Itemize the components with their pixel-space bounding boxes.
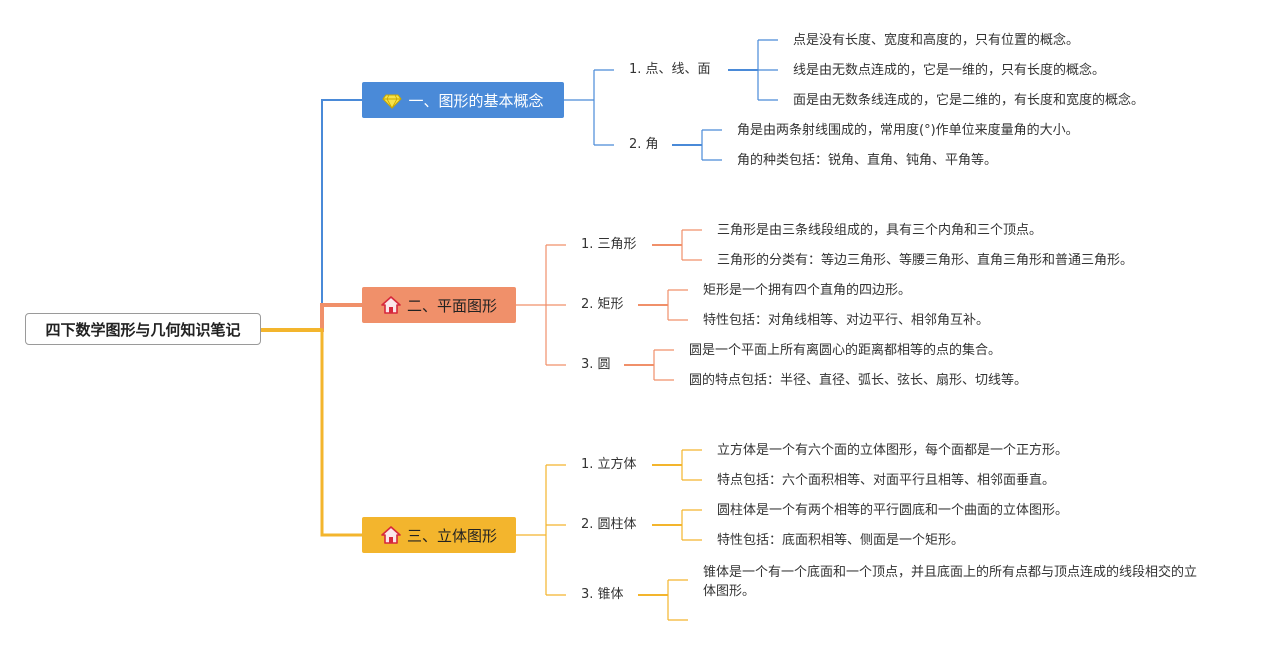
leaf-text[interactable]: 特性包括：对角线相等、对边平行、相邻角互补。	[703, 313, 990, 328]
leaf-text[interactable]: 三角形是由三条线段组成的，具有三个内角和三个顶点。	[717, 223, 1043, 238]
diamond-icon	[382, 90, 403, 110]
branch-label: 二、平面图形	[406, 296, 497, 315]
leaf-text[interactable]: 圆的特点包括：半径、直径、弧长、弦长、扇形、切线等。	[689, 373, 1028, 388]
leaf-text[interactable]: 矩形是一个拥有四个直角的四边形。	[703, 283, 912, 298]
leaf-text[interactable]: 圆柱体是一个有两个相等的平行圆底和一个曲面的立体图形。	[717, 503, 1069, 518]
leaf-text[interactable]: 锥体是一个有一个底面和一个顶点，并且底面上的所有点都与顶点连成的线段相交的立体图…	[703, 565, 1198, 599]
house-icon	[381, 525, 401, 545]
leaf-text[interactable]: 圆是一个平面上所有离圆心的距离都相等的点的集合。	[689, 343, 1002, 358]
root-topic[interactable]: 四下数学图形与几何知识笔记	[25, 313, 261, 345]
branch-solid-figures[interactable]: 三、立体图形	[362, 517, 516, 553]
subtopic-cube[interactable]: 1. 立方体	[581, 457, 637, 472]
leaf-text[interactable]: 面是由无数条线连成的，它是二维的，有长度和宽度的概念。	[793, 93, 1145, 108]
leaf-text[interactable]: 立方体是一个有六个面的立体图形，每个面都是一个正方形。	[717, 443, 1069, 458]
leaf-text[interactable]: 点是没有长度、宽度和高度的，只有位置的概念。	[793, 33, 1080, 48]
leaf-text[interactable]: 角的种类包括：锐角、直角、钝角、平角等。	[737, 153, 998, 168]
subtopic-circle[interactable]: 3. 圆	[581, 357, 611, 372]
leaf-text[interactable]: 三角形的分类有：等边三角形、等腰三角形、直角三角形和普通三角形。	[717, 253, 1134, 268]
leaf-text[interactable]: 特点包括：六个面积相等、对面平行且相等、相邻面垂直。	[717, 473, 1056, 488]
branch-label: 一、图形的基本概念	[408, 91, 544, 110]
branch-basic-concepts[interactable]: 一、图形的基本概念	[362, 82, 564, 118]
subtopic-angle[interactable]: 2. 角	[629, 137, 659, 152]
subtopic-triangle[interactable]: 1. 三角形	[581, 237, 637, 252]
subtopic-point-line-plane[interactable]: 1. 点、线、面	[629, 62, 711, 77]
leaf-text[interactable]: 线是由无数点连成的，它是一维的，只有长度的概念。	[793, 63, 1106, 78]
branch-plane-figures[interactable]: 二、平面图形	[362, 287, 516, 323]
subtopic-cylinder[interactable]: 2. 圆柱体	[581, 517, 637, 532]
subtopic-rectangle[interactable]: 2. 矩形	[581, 297, 624, 312]
leaf-text[interactable]: 特性包括：底面积相等、侧面是一个矩形。	[717, 533, 965, 548]
branch-label: 三、立体图形	[406, 526, 497, 545]
leaf-text[interactable]: 角是由两条射线围成的，常用度(°)作单位来度量角的大小。	[737, 123, 1079, 138]
subtopic-cone[interactable]: 3. 锥体	[581, 587, 624, 602]
house-icon	[381, 295, 401, 315]
